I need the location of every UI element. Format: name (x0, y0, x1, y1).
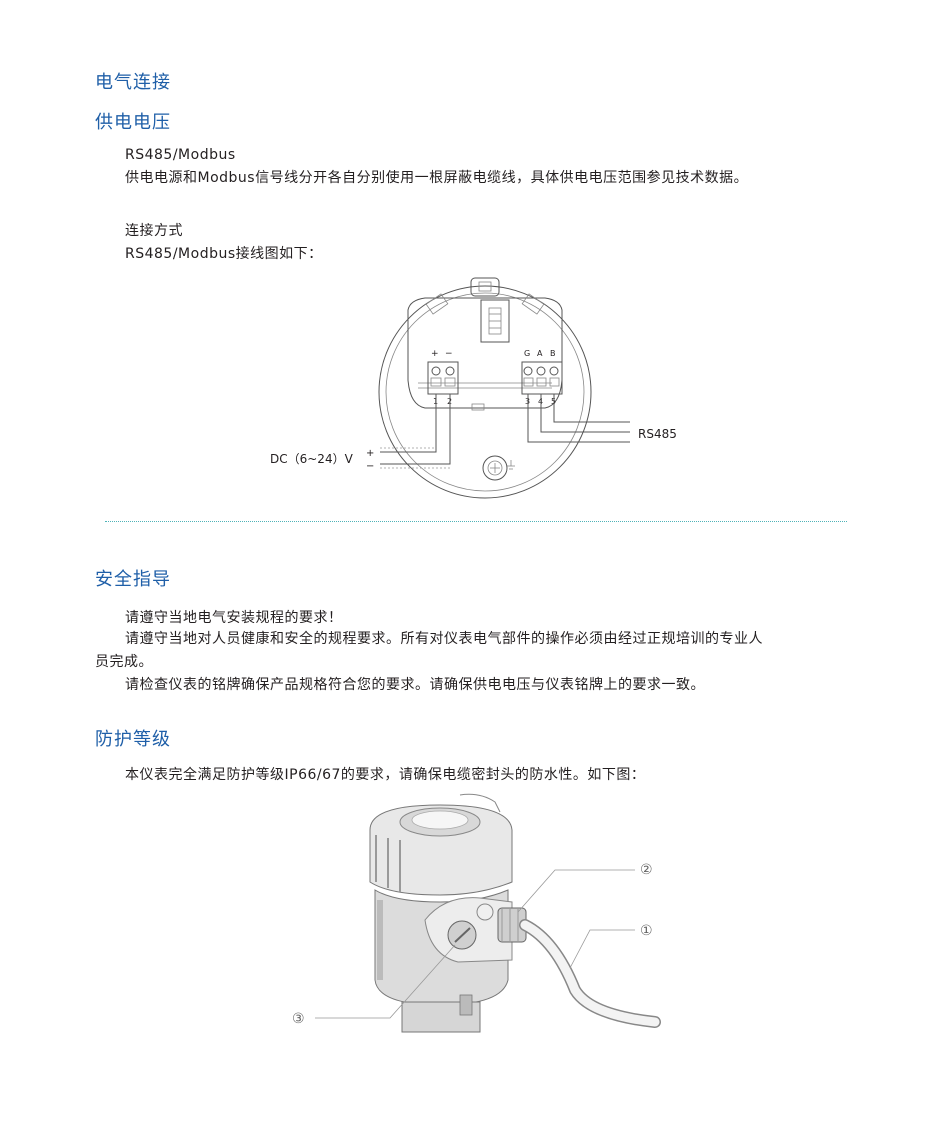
cable-gland (497, 907, 527, 943)
callout-1: ① (640, 923, 653, 939)
dc-voltage-label: DC（6~24）V (270, 452, 354, 466)
section-title-electrical: 电气连接 (95, 72, 171, 93)
protection-paragraph: 本仪表完全满足防护等级IP66/67的要求，请确保电缆密封头的防水性。如下图： (125, 767, 646, 783)
housing-outer-circle (378, 285, 592, 499)
power-protocol-text: RS485/Modbus (125, 147, 236, 163)
section-title-protection: 防护等级 (95, 729, 171, 750)
wire-minus (380, 394, 451, 465)
terminal-b-label: B (550, 349, 556, 358)
safety-paragraph-1: 请遵守当地电气安装规程的要求！ (125, 610, 343, 626)
terminal-a-label: A (537, 349, 543, 358)
safety-paragraph-2: 请遵守当地对人员健康和安全的规程要求。所有对仪表电气部件的操作必须由经过正规培训… (125, 631, 763, 647)
callout-2: ② (640, 862, 653, 878)
wiring-diagram-caption: RS485/Modbus接线图如下： (125, 246, 323, 262)
wire-b (553, 394, 630, 423)
housing-inner-circle (385, 292, 585, 492)
wiring-diagram: + − 1 2 G A B 3 4 5 RS485 + − DC（6~24）V (270, 277, 677, 499)
top-lug (470, 277, 500, 297)
section-title-safety: 安全指导 (95, 569, 171, 590)
dc-plus-label: + (366, 448, 374, 459)
terminal-plus-label: + (431, 349, 439, 359)
wire-g (527, 394, 630, 443)
safety-paragraph-3: 请检查仪表的铭牌确保产品规格符合您的要求。请确保供电电压与仪表铭牌上的要求一致。 (125, 677, 705, 693)
ground-screw-icon (482, 455, 515, 481)
dc-minus-label: − (366, 461, 374, 472)
section-divider (105, 521, 847, 522)
device-figure: ② ① ③ (292, 793, 661, 1033)
switch-module (480, 299, 510, 343)
safety-paragraph-2-continued: 员完成。 (95, 654, 153, 670)
power-description-text: 供电电源和Modbus信号线分开各自分别使用一根屏蔽电缆线，具体供电电压范围参见… (125, 170, 749, 186)
terminal-minus-label: − (445, 349, 453, 359)
rs485-label: RS485 (638, 427, 677, 441)
callout-3: ③ (292, 1011, 305, 1027)
wire-a (540, 394, 630, 433)
connection-method-label: 连接方式 (125, 223, 183, 239)
terminal-g-label: G (524, 349, 530, 358)
wire-plus (380, 394, 437, 453)
section-title-power-supply: 供电电压 (95, 112, 171, 133)
power-terminal-block: + − 1 2 (427, 349, 459, 406)
terminal-board (407, 297, 563, 409)
